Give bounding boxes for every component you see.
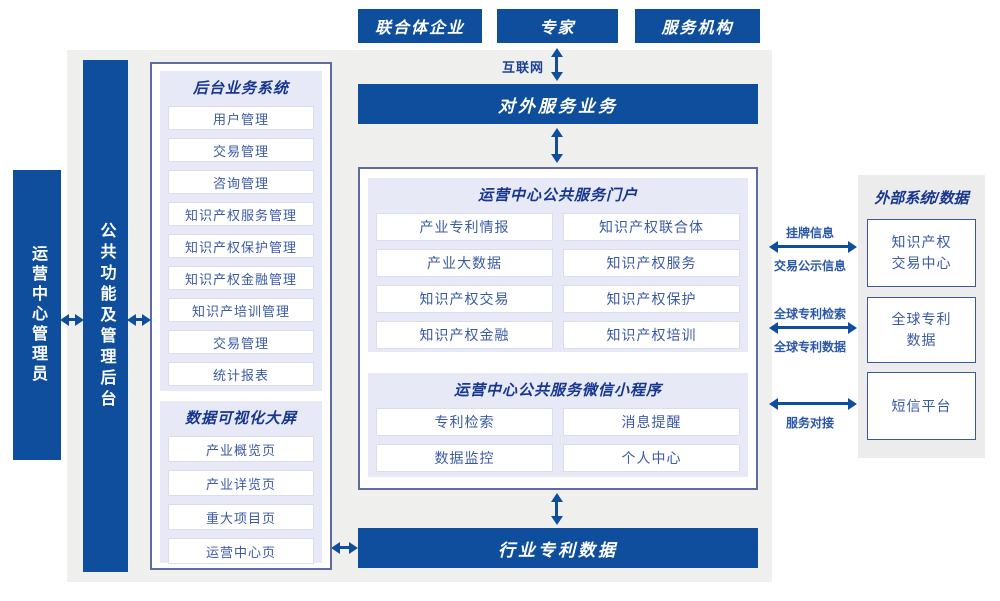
backend-system-section: 后台业务系统 用户管理 交易管理 咨询管理 知识产权服务管理 知识产权保护管理 …: [160, 71, 322, 391]
double-arrow-admin-mgmt-icon: [68, 318, 76, 321]
internet-label: 互联网: [501, 60, 544, 75]
dataviz-item: 产业概览页: [168, 436, 314, 462]
external-system-ipr-trading-center: 知识产权 交易中心: [867, 219, 976, 287]
external-panel: 外部系统/数据 知识产权 交易中心 全球专利 数据 短信平台: [858, 175, 985, 458]
portal-item: 知识产权服务: [563, 249, 740, 277]
portal-item: 知识产权交易: [376, 285, 553, 313]
link-label-service-connect: 服务对接: [785, 416, 834, 430]
double-arrow-internet-icon: [555, 56, 558, 73]
dataviz-section: 数据可视化大屏 产业概览页 产业详览页 重大项目页 运营中心页: [160, 401, 322, 564]
portal-item: 知识产权联合体: [563, 213, 740, 241]
link-label-trade-publicity: 交易公示信息: [773, 259, 846, 273]
operation-admin-bar: 运营中心管理员: [13, 170, 61, 460]
miniprogram-section: 运营中心公共服务微信小程序 专利检索 消息提醒 数据监控 个人中心: [368, 373, 748, 477]
public-function-bar: 公共功能及管理后台: [83, 60, 128, 572]
backend-item: 知识产权服务管理: [168, 202, 314, 226]
backend-item: 知识产权金融管理: [168, 266, 314, 290]
actor-experts: 专家: [497, 9, 618, 43]
portal-item: 知识产权保护: [563, 285, 740, 313]
backend-item: 用户管理: [168, 106, 314, 130]
portal-item: 知识产权培训: [563, 321, 740, 349]
portal-item: 知识产权金融: [376, 321, 553, 349]
backend-item: 咨询管理: [168, 170, 314, 194]
actor-union-enterprises: 联合体企业: [358, 9, 482, 43]
dataviz-title: 数据可视化大屏: [184, 410, 297, 427]
double-arrow-global-patent-icon: [777, 326, 849, 329]
actor-service-orgs: 服务机构: [635, 9, 760, 43]
external-system-global-patent-data: 全球专利 数据: [867, 297, 976, 363]
portal-title: 运营中心公共服务门户: [477, 187, 638, 204]
backend-item: 交易管理: [168, 330, 314, 354]
double-arrow-trading-center-icon: [777, 245, 849, 248]
miniprogram-item: 专利检索: [376, 408, 553, 436]
portal-item: 产业大数据: [376, 249, 553, 277]
dataviz-item: 重大项目页: [168, 504, 314, 530]
double-arrow-service-portal-icon: [555, 136, 558, 155]
miniprogram-item: 数据监控: [376, 444, 553, 472]
double-arrow-sms-icon: [777, 402, 849, 405]
link-label-global-patent-data: 全球专利数据: [773, 340, 846, 354]
backend-item: 统计报表: [168, 362, 314, 386]
portal-container: 运营中心公共服务门户 产业专利情报 知识产权联合体 产业大数据 知识产权服务 知…: [358, 167, 758, 490]
link-label-global-patent-search: 全球专利检索: [773, 307, 846, 321]
backend-item: 交易管理: [168, 138, 314, 162]
miniprogram-title: 运营中心公共服务微信小程序: [453, 382, 662, 399]
backend-item: 知识产权保护管理: [168, 234, 314, 258]
miniprogram-item: 消息提醒: [563, 408, 740, 436]
external-service-bar: 对外服务业务: [358, 84, 758, 124]
portal-section: 运营中心公共服务门户 产业专利情报 知识产权联合体 产业大数据 知识产权服务 知…: [368, 178, 748, 352]
left-container: 后台业务系统 用户管理 交易管理 咨询管理 知识产权服务管理 知识产权保护管理 …: [150, 62, 332, 570]
double-arrow-dataviz-patentdata-icon: [339, 546, 350, 549]
dataviz-item: 运营中心页: [168, 538, 314, 564]
backend-title: 后台业务系统: [192, 80, 289, 97]
link-label-listing-info: 挂牌信息: [785, 226, 834, 240]
dataviz-item: 产业详览页: [168, 470, 314, 496]
miniprogram-item: 个人中心: [563, 444, 740, 472]
double-arrow-mgmt-backend-icon: [135, 318, 143, 321]
backend-item: 知识产培训管理: [168, 298, 314, 322]
external-title: 外部系统/数据: [874, 190, 969, 207]
industry-patent-data-bar: 行业专利数据: [358, 528, 758, 568]
external-system-sms-platform: 短信平台: [867, 372, 976, 440]
double-arrow-portal-patentdata-icon: [555, 501, 558, 517]
portal-item: 产业专利情报: [376, 213, 553, 241]
